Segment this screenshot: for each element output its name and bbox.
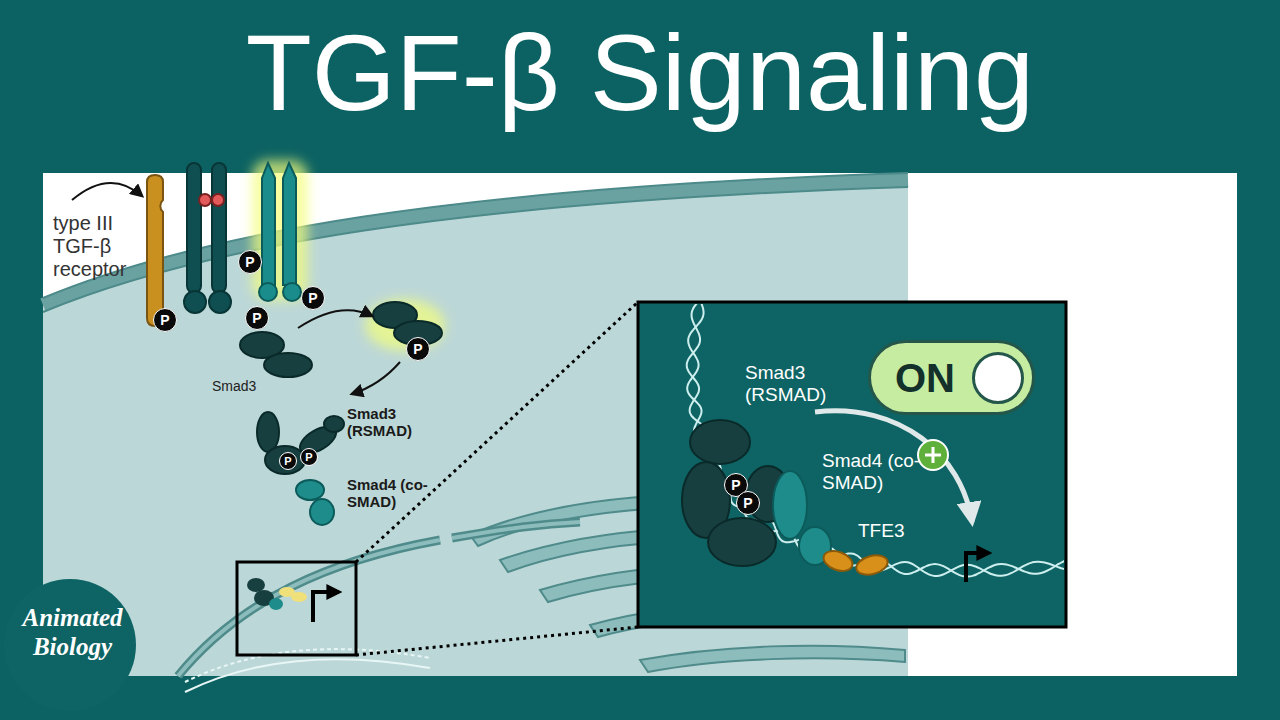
smad-complex — [257, 412, 344, 525]
inset-complex — [708, 518, 776, 566]
type-i-receptor — [283, 163, 296, 285]
pathway-arrow — [352, 362, 400, 394]
phosphate-label: P — [413, 342, 422, 356]
on-switch: ON — [868, 340, 1035, 415]
type-i-receptor — [262, 163, 275, 285]
inset-complex — [773, 471, 807, 539]
smad-complex — [310, 499, 334, 525]
inset-panel — [638, 302, 1066, 627]
smad3-protein — [240, 332, 312, 377]
phosphate-circle: P — [238, 250, 262, 274]
phosphate-label: P — [308, 291, 317, 305]
activation-arrow — [815, 411, 972, 522]
phosphate-label: P — [284, 456, 291, 467]
phosphate-label: P — [743, 496, 752, 510]
pathway-arrow — [298, 310, 400, 394]
smad-complex — [265, 446, 305, 474]
transcription-start-arrow — [966, 553, 986, 582]
type-i-receptor — [259, 283, 277, 301]
protein-label: Smad3 (RSMAD) — [347, 405, 425, 440]
phosphate-circle: P — [736, 491, 760, 515]
zoom-box — [237, 562, 356, 655]
phosphate-circle: P — [153, 308, 177, 332]
dna-strand — [185, 659, 430, 692]
phosphate-circle: P — [245, 306, 269, 330]
type-ii-receptor — [212, 163, 226, 293]
type-i-receptor — [252, 160, 308, 301]
zoom-box — [291, 592, 307, 602]
smad-complex — [257, 412, 279, 452]
switch-knob — [972, 352, 1024, 404]
activation-arrow — [815, 411, 972, 522]
phosphate-label: P — [731, 478, 740, 492]
protein-label: Smad3 (RSMAD) — [745, 362, 840, 406]
endoplasmic-reticulum — [640, 646, 905, 672]
activation-arrow — [925, 447, 941, 463]
phospho-smad3 — [365, 299, 445, 351]
zoom-box — [269, 598, 283, 610]
logo-watermark: Animated Biology — [10, 604, 135, 662]
smad-complex — [324, 416, 344, 432]
smad3-protein — [264, 353, 312, 377]
type-ii-receptor — [209, 291, 231, 313]
dna-helix — [687, 304, 1064, 576]
phosphate-circle: P — [406, 337, 430, 361]
inset-complex — [682, 420, 890, 578]
zoom-box — [356, 627, 638, 655]
phosphate-circle: P — [300, 448, 318, 466]
arrow-pointer — [72, 183, 142, 200]
activation-arrow — [918, 440, 948, 470]
transcription-start-arrow — [966, 553, 986, 582]
inset-panel — [638, 302, 1066, 627]
phosphate-circle: P — [279, 452, 297, 470]
logo-badge — [4, 579, 136, 711]
phosphate-label: P — [305, 452, 312, 463]
phosphate-label: P — [245, 255, 254, 269]
zoom-box — [247, 578, 265, 592]
type-ii-receptor — [187, 163, 201, 293]
type-iii-receptor — [147, 175, 163, 326]
nuclear-envelope — [452, 522, 580, 538]
inset-complex — [690, 420, 750, 464]
panel — [43, 187, 908, 312]
inset-complex — [854, 552, 890, 578]
phospho-smad3 — [365, 299, 445, 351]
nuclear-envelope — [178, 540, 440, 676]
type-ii-receptor — [212, 194, 224, 206]
title-heading: TGF-β Signaling — [0, 14, 1280, 133]
protein-label: Smad3 — [212, 378, 282, 394]
zoom-box — [237, 302, 638, 655]
smad-complex — [296, 480, 324, 500]
type-ii-receptor — [184, 291, 206, 313]
type-ii-receptor — [199, 194, 211, 206]
protein-label: Smad4 (co-SMAD) — [347, 476, 437, 511]
arrow-pointer — [72, 183, 142, 200]
type-i-receptor — [283, 283, 301, 301]
type-iii-receptor — [147, 175, 163, 326]
phosphate-circle: P — [301, 286, 325, 310]
pathway-arrow — [298, 310, 372, 328]
logo-badge — [4, 579, 136, 711]
phosphate-label: P — [160, 313, 169, 327]
receptor-label: type III TGF-β receptor — [53, 212, 153, 281]
panel — [43, 180, 908, 305]
phosphate-label: P — [252, 311, 261, 325]
dna-helix — [687, 304, 1064, 577]
zoom-box — [313, 592, 336, 622]
type-ii-receptor — [184, 163, 231, 313]
nuclear-envelope — [178, 540, 440, 676]
inset-complex — [821, 547, 855, 574]
nuclear-envelope — [452, 522, 580, 538]
switch-label: ON — [895, 358, 955, 398]
protein-label: Smad4 (co-SMAD) — [822, 450, 932, 494]
protein-label: TFE3 — [858, 520, 918, 542]
dna-helix — [687, 304, 1064, 577]
type-i-receptor — [252, 160, 308, 300]
